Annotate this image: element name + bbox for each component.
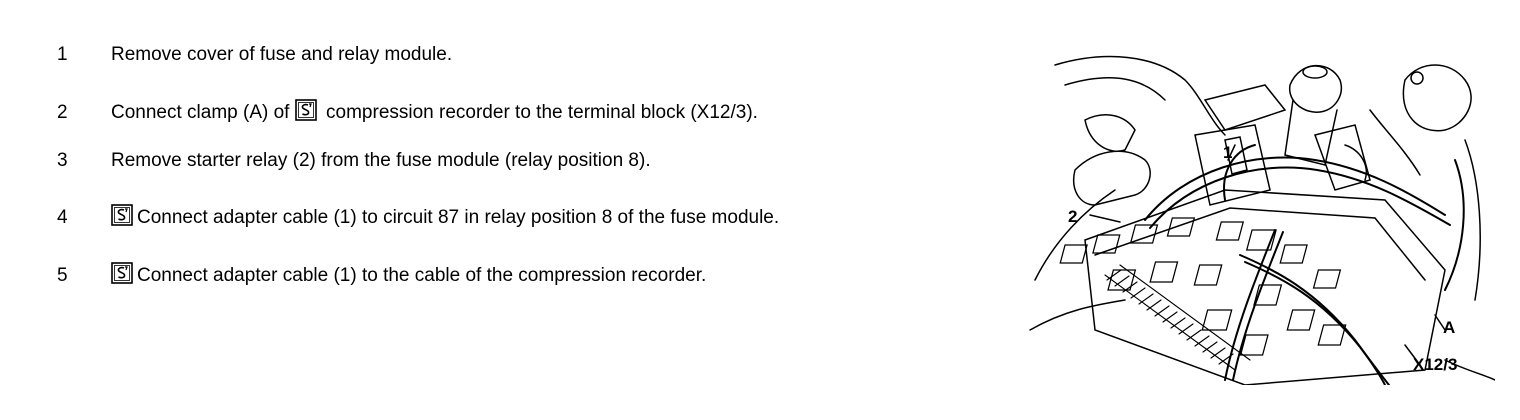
step-number: 4 [57, 207, 68, 228]
callout-starter-relay: 2 [1068, 207, 1077, 226]
callout-terminal-block: X12/3 [1413, 355, 1457, 374]
step-5: 5 Connect adapter cable (1) to the cable… [0, 261, 1000, 291]
step-text: Connect clamp (A) of compression recorde… [111, 98, 758, 128]
step-text: Remove starter relay (2) from the fuse m… [111, 150, 651, 171]
step-text-content: Connect adapter cable (1) to the cable o… [137, 265, 707, 286]
step-text-before: Connect clamp (A) of [111, 102, 290, 123]
step-text: Remove cover of fuse and relay module. [111, 44, 453, 65]
step-1: 1 Remove cover of fuse and relay module. [0, 40, 1000, 70]
instruction-steps: 1 Remove cover of fuse and relay module.… [0, 40, 1000, 291]
step-text: Connect adapter cable (1) to the cable o… [111, 261, 706, 291]
step-4: 4 Connect adapter cable (1) to circuit 8… [0, 203, 1000, 233]
step-number: 2 [57, 102, 68, 123]
step-3: 3 Remove starter relay (2) from the fuse… [0, 146, 1000, 176]
special-tool-icon [111, 262, 133, 284]
step-text-after: compression recorder to the terminal blo… [326, 102, 758, 123]
step-number: 1 [57, 44, 68, 65]
step-text-content: Connect adapter cable (1) to circuit 87 … [137, 207, 780, 228]
callout-clamp: A [1443, 318, 1455, 337]
step-2: 2 Connect clamp (A) of compression recor… [0, 98, 1000, 128]
fuse-relay-module-illustration: 1 2 A X12/3 [1025, 40, 1495, 385]
callout-adapter-cable: 1 [1223, 143, 1232, 162]
step-number: 3 [57, 150, 68, 171]
step-number: 5 [57, 265, 68, 286]
step-text: Connect adapter cable (1) to circuit 87 … [111, 203, 779, 233]
special-tool-icon [111, 204, 133, 226]
special-tool-icon [294, 99, 317, 121]
illustration-svg: 1 2 A X12/3 [1029, 55, 1495, 385]
